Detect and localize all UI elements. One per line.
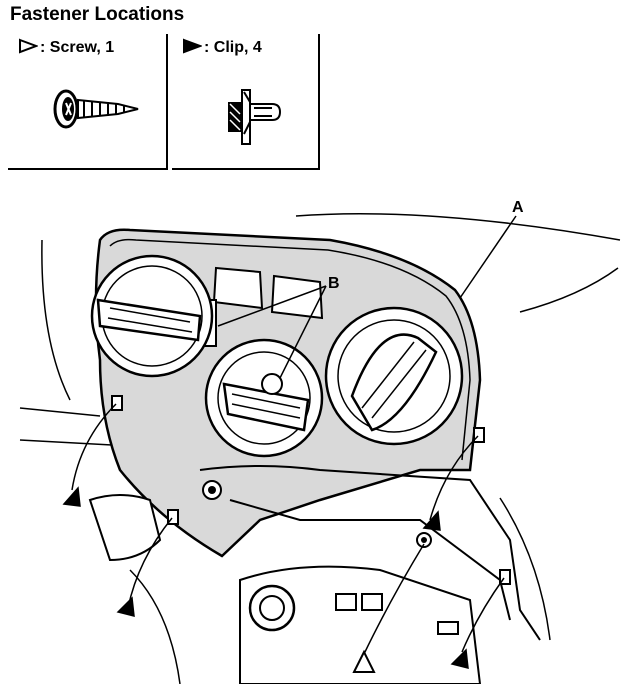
screw-hole (202, 480, 222, 500)
legend-screw: : Screw, 1 (8, 34, 168, 170)
dash-left-edge-1 (19, 407, 101, 417)
open-triangle-icon (19, 38, 39, 54)
lower-console-trim (229, 499, 511, 621)
legend-screw-label: : Screw, 1 (40, 39, 115, 56)
clip-marker-1 (62, 486, 81, 507)
dash-right-line (519, 267, 619, 313)
clip-marker-4 (450, 648, 469, 669)
callout-line-b-2 (279, 285, 327, 379)
callout-line-b-1 (217, 285, 327, 327)
screw-marker (352, 649, 376, 673)
clip-point-2 (167, 509, 179, 525)
lower-switch-3 (437, 621, 459, 635)
clip-marker-2 (116, 596, 135, 617)
callout-line-a (459, 215, 517, 299)
clip-icon (228, 89, 282, 145)
dash-left-line (41, 239, 71, 401)
lower-console-edge (199, 465, 541, 641)
legend-clip-label: : Clip, 4 (204, 39, 262, 56)
leader-clip-4 (461, 577, 505, 653)
lower-knob (248, 584, 296, 632)
left-lower-panel (88, 494, 162, 562)
screw-icon (53, 89, 139, 129)
left-air-vent (90, 254, 214, 378)
callout-a: A (512, 199, 524, 216)
page-title: Fastener Locations (10, 4, 185, 25)
filled-triangle-icon (183, 38, 203, 54)
lower-switch-2 (361, 593, 383, 611)
dash-lower-left-curve (129, 569, 181, 684)
screw-hole-lower (416, 532, 432, 548)
clip-point-1 (111, 395, 123, 411)
center-air-vent (204, 338, 324, 458)
legend-clip: : Clip, 4 (172, 34, 320, 170)
clip-point-3 (473, 427, 485, 443)
clip-marker-3 (422, 510, 441, 531)
leader-clip-2 (127, 517, 173, 609)
clip-point-4 (499, 569, 511, 585)
vent-panel-inner-rim (109, 238, 471, 461)
lower-control-panel (239, 565, 482, 684)
dash-top-line (295, 212, 621, 241)
leader-clip-1 (71, 403, 117, 491)
right-air-vent (324, 306, 464, 446)
leader-screw (363, 543, 425, 655)
panel-recess-left (212, 266, 264, 310)
dash-lower-right-curve (499, 497, 551, 641)
leader-clip-3 (429, 435, 479, 521)
lower-switch-1 (335, 593, 357, 611)
fastener-legend: : Screw, 1 : Clip, 4 (8, 34, 320, 170)
callout-b: B (328, 275, 340, 292)
